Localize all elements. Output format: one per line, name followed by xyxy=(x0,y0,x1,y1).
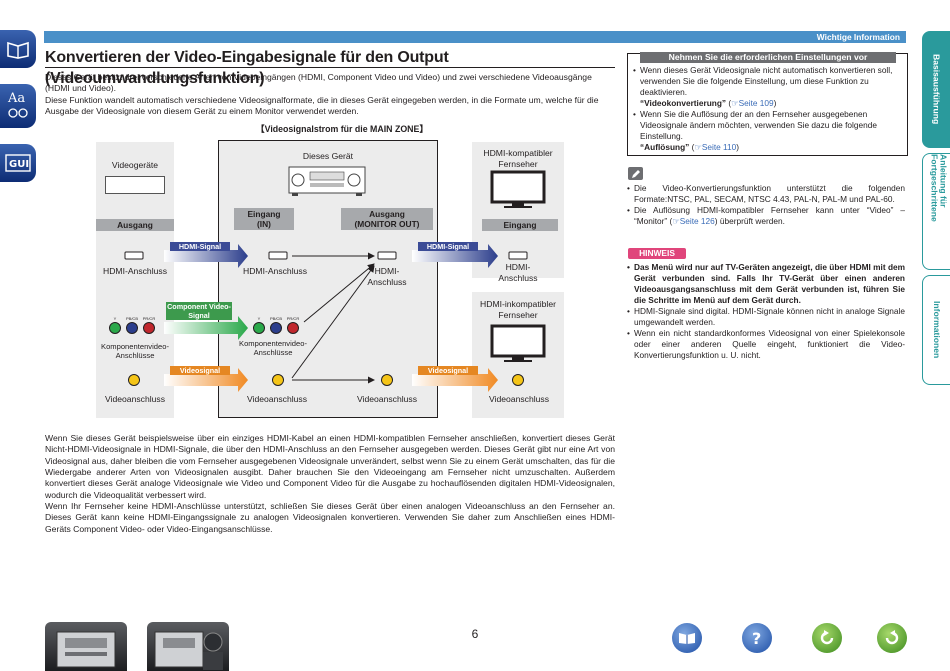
hinweis-badge: HINWEIS xyxy=(628,248,686,259)
svg-text:Aa: Aa xyxy=(7,91,25,106)
arrow-hdmi-label: HDMI-Signal xyxy=(170,242,230,251)
book-icon[interactable] xyxy=(0,30,36,68)
hinweis-notes: Das Menü wird nur auf TV-Geräten angezei… xyxy=(627,262,905,360)
comp-tag-pr: PR/CR xyxy=(286,316,300,321)
settings-ref: “Auflösung” (☞Seite 110) xyxy=(640,141,740,152)
help-icon[interactable]: ? xyxy=(742,623,772,653)
hdmi-label: HDMI-Anschluss xyxy=(103,266,167,276)
device-title: Dieses Gerät xyxy=(302,151,354,161)
gui-icon[interactable]: GUI xyxy=(0,144,36,182)
hinweis-item: Wenn ein nicht standardkonformes Videosi… xyxy=(627,328,905,361)
svg-text:GUI: GUI xyxy=(9,159,29,170)
hinweis-item: Das Menü wird nur auf TV-Geräten angezei… xyxy=(627,262,905,306)
font-icon[interactable]: Aa xyxy=(0,84,36,128)
tv2-title: HDMI-inkompatibler Fernseher xyxy=(480,299,556,320)
comp-tag-pb: PB/CB xyxy=(125,316,138,321)
pencil-icon xyxy=(628,167,643,180)
tab-fortgeschrittene[interactable]: Anleitung für Fortgeschrittene xyxy=(922,153,950,270)
body-paragraph: Wenn Sie dieses Gerät beispielsweise übe… xyxy=(45,433,615,500)
page-title: Konvertieren der Video-Eingabesignale fü… xyxy=(45,49,449,88)
receiver-image xyxy=(288,166,366,196)
intro-text: Dieses Gerät besitzt drei verschiedene A… xyxy=(45,72,615,117)
hdmi-label: HDMI-Anschluss xyxy=(243,266,307,276)
page-link[interactable]: ☞Seite 126 xyxy=(672,215,715,226)
forward-icon[interactable] xyxy=(877,623,907,653)
hdmi-tv-label: HDMI- Anschluss xyxy=(498,262,538,283)
tab-informationen[interactable]: Informationen xyxy=(922,275,950,385)
page-link[interactable]: ☞Seite 109 xyxy=(731,97,774,108)
settings-box-body: Wenn dieses Gerät Videosignale nicht aut… xyxy=(633,65,904,153)
tag-ausgang: Ausgang xyxy=(96,219,174,231)
section-label[interactable]: Wichtige Information xyxy=(816,32,900,42)
page-number: 6 xyxy=(471,627,479,641)
notes: Die Video-Konvertierungsfunktion unterst… xyxy=(627,183,905,227)
intro-paragraph: Dieses Gerät besitzt drei verschiedene A… xyxy=(45,72,592,94)
tag-eingang-in: Eingang (IN) xyxy=(234,208,294,230)
video-flow-diagram: 【Videosignalstrom für die MAIN ZONE】 Vid… xyxy=(92,122,572,422)
note-item: Die Video-Konvertierungsfunktion unterst… xyxy=(627,183,905,205)
svg-text:?: ? xyxy=(752,629,761,647)
comp-tag-y: Y xyxy=(113,316,117,321)
intro-paragraph: Diese Funktion wandelt automatisch versc… xyxy=(45,94,599,117)
tag-ausgang-monitor: Ausgang (MONITOR OUT) xyxy=(341,208,433,230)
book-icon[interactable] xyxy=(672,623,702,653)
tv1-title: HDMI-kompatibler Fernseher xyxy=(483,148,553,169)
tag-eingang: Eingang xyxy=(482,219,558,231)
tab-basisausfuehrung[interactable]: Basisausführung xyxy=(922,31,950,148)
player-image xyxy=(105,176,165,194)
hinweis-item: HDMI-Signale sind digital. HDMI-Signale … xyxy=(627,306,905,328)
back-icon[interactable] xyxy=(812,623,842,653)
front-panel-thumbnail[interactable] xyxy=(45,622,127,671)
arrow-hdmi-label: HDMI-Signal xyxy=(418,242,478,251)
arrow-video-label: Videosignal xyxy=(418,366,478,375)
body-text: Wenn Sie dieses Gerät beispielsweise übe… xyxy=(45,433,615,535)
video-label: Videoanschluss xyxy=(488,394,550,404)
hdmi-out-label: HDMI- Anschluss xyxy=(367,266,407,287)
component-label: Komponentenvideo- Anschlüsse xyxy=(239,339,307,358)
page-link[interactable]: ☞Seite 110 xyxy=(694,141,737,152)
body-paragraph: Wenn Ihr Fernseher keine HDMI-Anschlüsse… xyxy=(45,501,615,534)
title-rule xyxy=(45,67,615,68)
settings-ref: “Videokonvertierung” (☞Seite 109) xyxy=(640,97,777,108)
comp-tag-y: Y xyxy=(257,316,261,321)
settings-item: Wenn dieses Gerät Videosignale nicht aut… xyxy=(633,65,904,98)
settings-box-title: Nehmen Sie die erforderlichen Einstellun… xyxy=(640,52,896,63)
component-label: Komponentenvideo- Anschlüsse xyxy=(101,342,169,361)
diagram-title: 【Videosignalstrom für die MAIN ZONE】 xyxy=(255,124,429,134)
video-label: Videoanschluss xyxy=(356,394,418,404)
section-header-bar: Wichtige Information xyxy=(44,31,906,43)
arrow-video-label: Videosignal xyxy=(170,366,230,375)
comp-tag-pr: PR/CR xyxy=(142,316,156,321)
remote-thumbnail[interactable] xyxy=(147,622,229,671)
tv2-image xyxy=(490,324,546,362)
tv1-image xyxy=(490,170,546,208)
source-title: Videogeräte xyxy=(111,160,159,170)
video-label: Videoanschluss xyxy=(104,394,166,404)
video-label: Videoanschluss xyxy=(246,394,308,404)
note-item: Die Auflösung HDMI-kompatibler Fernseher… xyxy=(627,205,905,227)
arrow-component-label: Component Video- Signal xyxy=(166,302,232,320)
settings-item: Wenn Sie die Auflösung der an den Fernse… xyxy=(633,109,904,142)
comp-tag-pb: PB/CB xyxy=(269,316,282,321)
